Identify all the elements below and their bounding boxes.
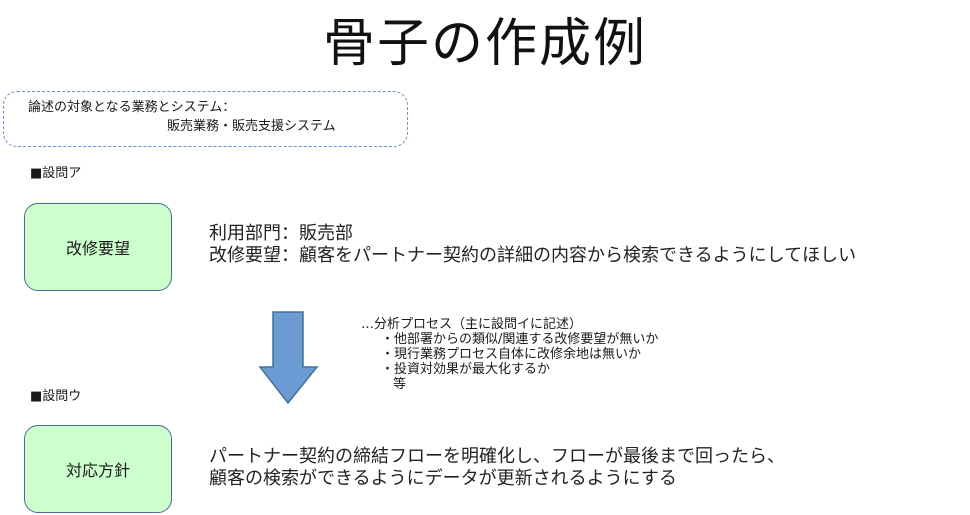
scope-heading: 論述の対象となる業務とシステム： <box>28 100 236 115</box>
request-desc-line2: 改修要望：顧客をパートナー契約の詳細の内容から検索できるようにしてほしい <box>209 245 857 266</box>
scope-box: 論述の対象となる業務とシステム： 販売業務・販売支援システム <box>3 91 408 147</box>
scope-value: 販売業務・販売支援システム <box>167 119 336 134</box>
policy-desc-line1: パートナー契約の締結フローを明確化し、フローが最後まで回ったら、 <box>209 446 785 467</box>
request-box: 改修要望 <box>24 203 172 291</box>
down-arrow-icon <box>259 311 319 405</box>
note-item: ・現行業務プロセス自体に改修余地は無いか <box>381 347 642 362</box>
policy-box-label: 対応方針 <box>65 461 130 480</box>
policy-desc-line2: 顧客の検索ができるようにデータが更新されるようにする <box>209 468 677 489</box>
policy-box: 対応方針 <box>24 425 172 513</box>
notes-header: …分析プロセス（主に設問イに記述） <box>361 317 583 332</box>
analysis-notes: …分析プロセス（主に設問イに記述） ・他部署からの類似/関連する改修要望が無いか… <box>361 317 658 392</box>
request-desc-line1: 利用部門：販売部 <box>209 223 353 244</box>
page-title: 骨子の作成例 <box>322 14 647 74</box>
note-item: ・投資対効果が最大化するか <box>381 362 551 377</box>
note-item: ・他部署からの類似/関連する改修要望が無いか <box>381 332 659 347</box>
section-a-label: ■設問ア <box>30 166 82 181</box>
request-box-label: 改修要望 <box>65 239 130 258</box>
note-etc: 等 <box>393 377 407 392</box>
section-u-label: ■設問ウ <box>30 389 82 404</box>
